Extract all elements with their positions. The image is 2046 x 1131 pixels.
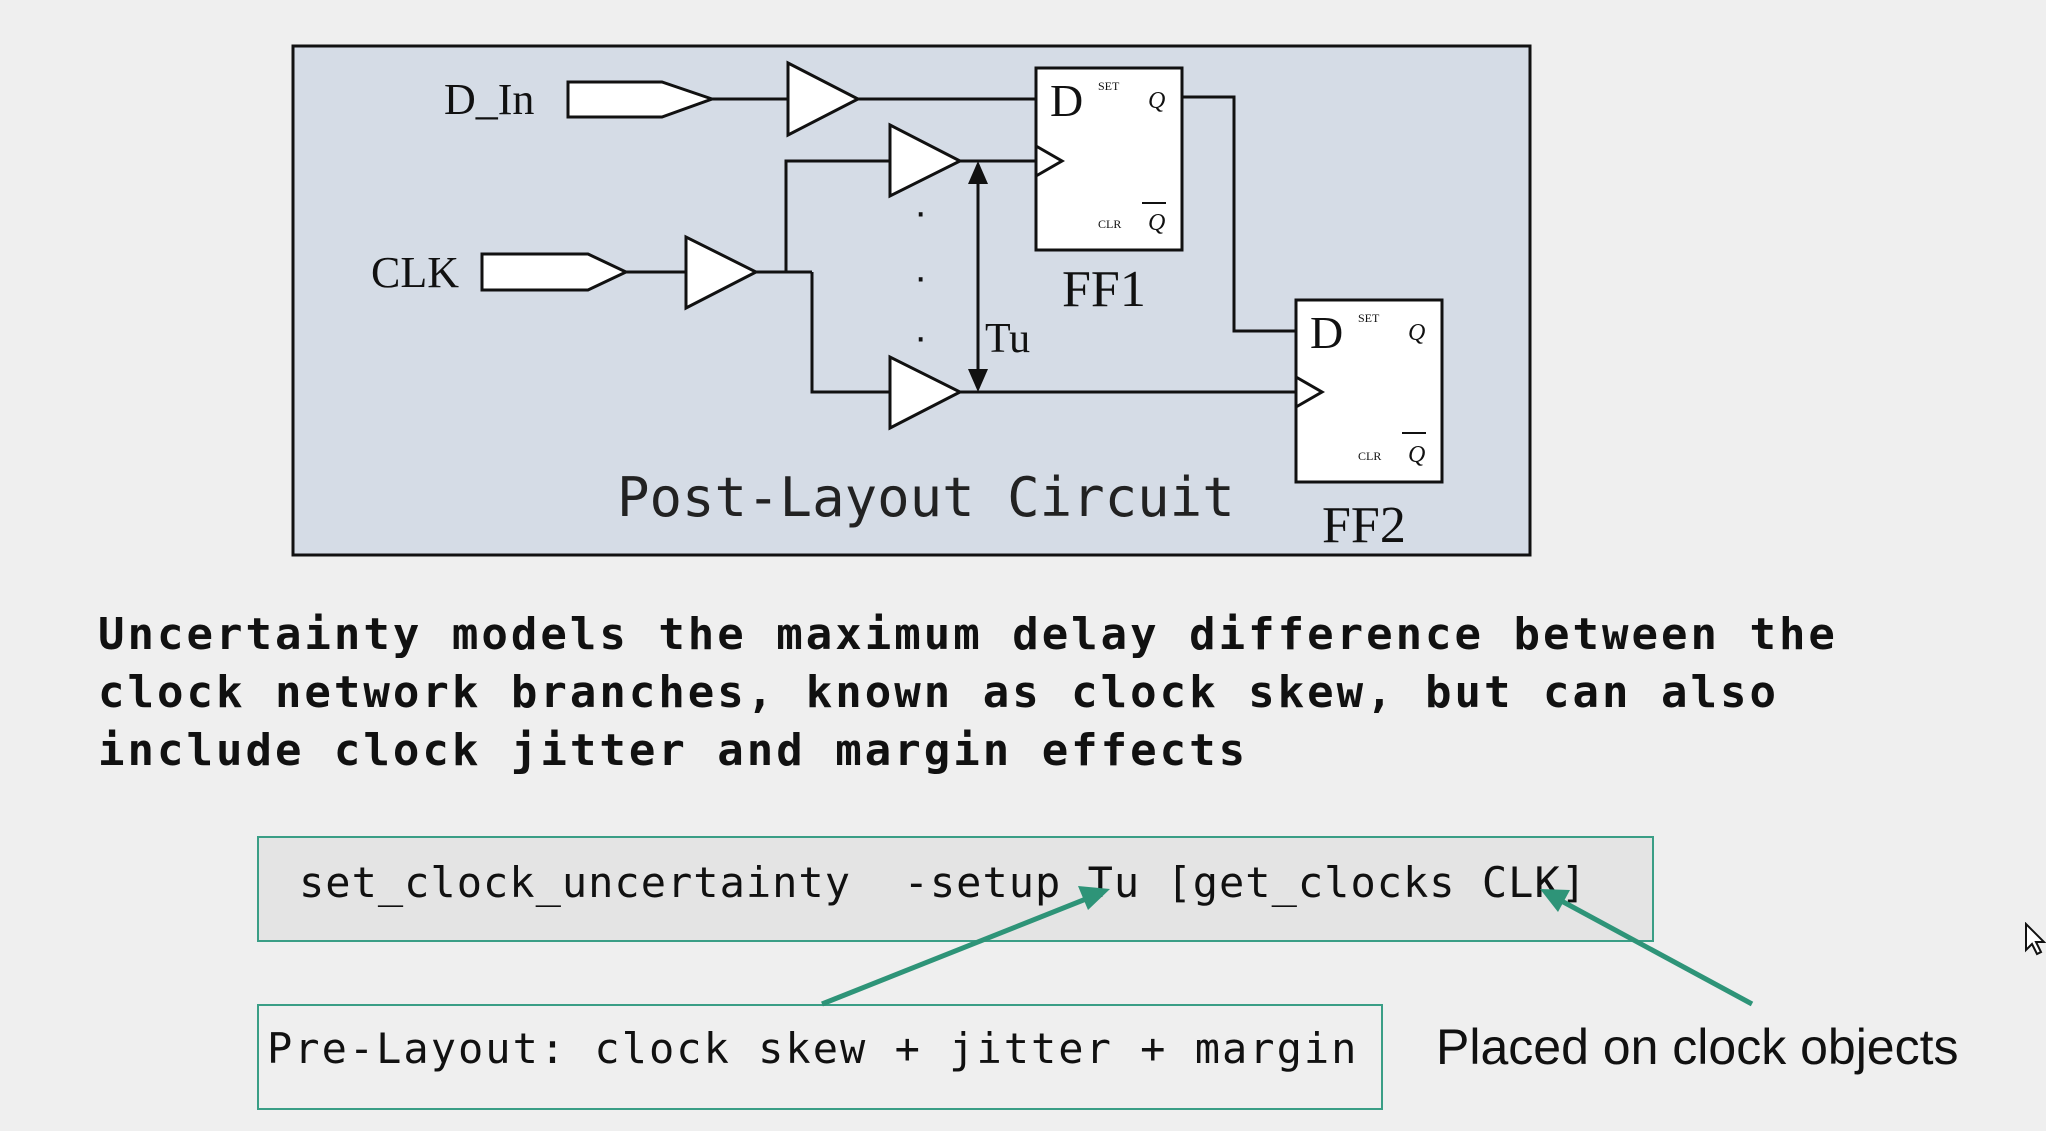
ff2-q-pin: Q bbox=[1408, 320, 1425, 346]
ff1-d-pin: D bbox=[1050, 75, 1083, 126]
ff2-d-pin: D bbox=[1310, 307, 1343, 358]
ellipsis-dot: · bbox=[914, 315, 927, 359]
ff1-q-pin: Q bbox=[1148, 88, 1165, 114]
circuit-diagram: D_In CLK · · · Tu D SET Q CLR Q FF1 D SE… bbox=[291, 44, 1532, 557]
ff1-qbar-pin: Q bbox=[1148, 210, 1165, 236]
ff2-qbar-pin: Q bbox=[1408, 442, 1425, 468]
clk-lower-branch-wire bbox=[810, 272, 890, 394]
clk-buffer bbox=[684, 234, 760, 311]
d-in-label: D_In bbox=[444, 75, 534, 124]
mouse-cursor-icon bbox=[2025, 922, 2046, 956]
clk-upper-branch-wire bbox=[784, 159, 890, 272]
ff2-clr-pin: CLR bbox=[1358, 449, 1381, 463]
ff1-clock-triangle bbox=[1035, 144, 1066, 178]
ff1-set-pin: SET bbox=[1098, 79, 1120, 93]
pre-layout-box: Pre-Layout: clock skew + jitter + margin bbox=[257, 1004, 1383, 1110]
description-line: clock network branches, known as clock s… bbox=[98, 667, 1779, 718]
tu-arrow-head-down bbox=[968, 369, 988, 392]
ellipsis-dot: · bbox=[914, 255, 927, 299]
description-text: Uncertainty models the maximum delay dif… bbox=[98, 606, 1838, 780]
d-in-port bbox=[566, 80, 717, 119]
ff2-label: FF2 bbox=[1322, 497, 1406, 554]
pre-layout-text: Pre-Layout: clock skew + jitter + margin bbox=[267, 1024, 1359, 1073]
ff1-q-to-ff2-d-wire bbox=[1182, 95, 1296, 333]
command-box: set_clock_uncertainty -setup Tu [get_clo… bbox=[257, 836, 1654, 942]
tu-arrow-head-up bbox=[968, 161, 988, 184]
clk-upper-buffer bbox=[888, 122, 964, 199]
description-line: include clock jitter and margin effects bbox=[98, 725, 1249, 776]
placed-annotation: Placed on clock objects bbox=[1436, 1019, 1959, 1075]
tu-label: Tu bbox=[985, 316, 1030, 362]
description-line: Uncertainty models the maximum delay dif… bbox=[98, 609, 1838, 660]
ff2-set-pin: SET bbox=[1358, 311, 1380, 325]
ff1-clr-pin: CLR bbox=[1098, 217, 1121, 231]
ff2-clock-triangle bbox=[1295, 375, 1326, 409]
d-in-buffer bbox=[786, 60, 862, 138]
ellipsis-dot: · bbox=[914, 190, 927, 234]
clk-lower-buffer bbox=[888, 354, 964, 431]
ff1-label: FF1 bbox=[1062, 261, 1146, 318]
command-text: set_clock_uncertainty -setup Tu [get_clo… bbox=[299, 858, 1588, 907]
clk-label: CLK bbox=[371, 248, 459, 297]
clk-port bbox=[480, 252, 630, 292]
circuit-caption: Post-Layout Circuit bbox=[617, 466, 1235, 529]
